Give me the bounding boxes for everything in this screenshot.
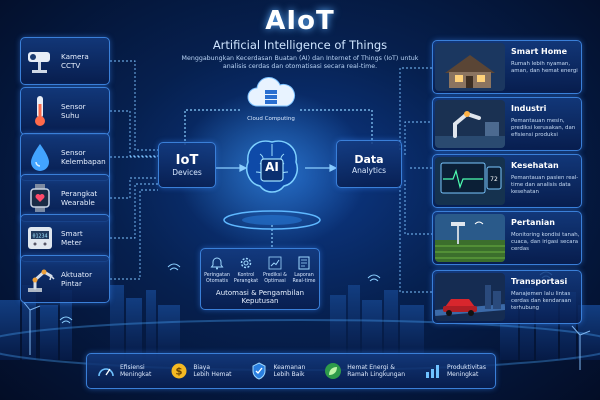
- meter-icon: 01234: [21, 215, 59, 261]
- city-skyline: [0, 285, 600, 360]
- application-card-agriculture: Pertanian Monitoring kondisi tanah, cuac…: [432, 211, 582, 265]
- data-analytics-hub: Data Analytics: [336, 140, 402, 188]
- svg-text:$: $: [176, 367, 183, 378]
- thermometer-icon: [21, 88, 59, 134]
- benefits-bar: Efisiensi Meningkat $ Biaya Lebih Hemat …: [86, 353, 496, 389]
- benefit-cost: $ Biaya Lebih Hemat: [169, 361, 232, 381]
- dollar-coin-icon: $: [169, 361, 189, 381]
- bar-chart-icon: [423, 361, 443, 381]
- automation-item-control: Kontrol Perangkat: [232, 253, 260, 285]
- wind-turbine-icon: [21, 299, 591, 370]
- automation-item-label: Laporan Real-time: [292, 273, 316, 284]
- device-card-actuator: Aktuator Pintar: [20, 255, 110, 303]
- application-title: Transportasi: [511, 277, 568, 286]
- leaf-icon: [323, 361, 343, 381]
- smartwatch-icon: [21, 175, 59, 221]
- automation-item-alert: Peringatan Otomatis: [203, 253, 231, 285]
- connected-car-icon: [435, 273, 505, 321]
- benefit-energy: Hemat Energi & Ramah Lingkungan: [323, 361, 405, 381]
- analytics-hub-subtitle: Analytics: [351, 166, 387, 175]
- application-description: Monitoring kondisi tanah, cuaca, dan iri…: [511, 232, 580, 253]
- health-monitor-icon: 72: [435, 157, 505, 205]
- application-title: Industri: [511, 104, 547, 113]
- benefit-label: Hemat Energi & Ramah Lingkungan: [347, 363, 406, 379]
- application-description: Pemantauan pasien real-time dan analisis…: [511, 175, 579, 196]
- meter-reading: 01234: [32, 234, 47, 240]
- ai-brain: AI: [240, 132, 304, 212]
- automation-item-label: Prediksi & Optimasi: [263, 273, 287, 284]
- application-title: Kesehatan: [511, 161, 559, 170]
- robot-arm-icon: [21, 256, 59, 302]
- benefit-efficiency: Efisiensi Meningkat: [96, 361, 151, 381]
- benefit-label: Keamanan Lebih Baik: [273, 363, 306, 379]
- droplet-icon: [21, 134, 59, 180]
- factory-robot-icon: [435, 100, 505, 148]
- application-card-smart-home: Smart Home Rumah lebih nyaman, aman, dan…: [432, 40, 582, 94]
- page-description: Menggabungkan Kecerdasan Buatan (AI) dan…: [181, 55, 419, 71]
- benefit-security: Keamanan Lebih Baik: [249, 361, 305, 381]
- page-subtitle: Artificial Intelligence of Things: [212, 38, 388, 52]
- application-description: Pemantauan mesin, prediksi kerusakan, da…: [511, 118, 576, 139]
- trend-chart-icon: [261, 253, 289, 273]
- iot-devices-hub: IoT Devices: [158, 142, 216, 188]
- application-card-industry: Industri Pemantauan mesin, prediksi keru…: [432, 97, 582, 151]
- cloud-computing: Cloud Computing: [236, 76, 306, 124]
- ai-platform-ring-inner: [242, 215, 302, 225]
- device-connectors: [110, 60, 158, 280]
- automation-item-label: Peringatan Otomatis: [204, 273, 230, 284]
- cloud-icon: [247, 77, 296, 107]
- device-card-temperature: Sensor Suhu: [20, 87, 110, 135]
- device-label: Kamera CCTV: [61, 52, 89, 70]
- house-icon: [435, 43, 505, 91]
- automation-item-prediction: Prediksi & Optimasi: [261, 253, 289, 285]
- benefit-productivity: Produktivitas Meningkat: [423, 361, 486, 381]
- analytics-hub-title: Data: [354, 153, 384, 166]
- device-label: Sensor Kelembapan: [61, 148, 106, 166]
- hub-connectors: [184, 109, 373, 248]
- benefit-label: Biaya Lebih Hemat: [193, 363, 232, 379]
- iot-hub-title: IoT: [175, 153, 199, 168]
- field-sensor-icon: [435, 214, 505, 262]
- bell-icon: [203, 253, 231, 273]
- application-description: Manajemen lalu lintas cerdas dan kendara…: [511, 291, 572, 312]
- application-title: Smart Home: [511, 47, 568, 56]
- benefit-label: Produktivitas Meningkat: [446, 363, 486, 379]
- automation-panel: Peringatan Otomatis Kontrol Perangkat Pr…: [200, 248, 320, 310]
- ai-platform-ring: [223, 210, 321, 230]
- device-label: Smart Meter: [61, 229, 83, 247]
- device-label: Perangkat Wearable: [61, 189, 98, 207]
- cloud-label: Cloud Computing: [247, 116, 295, 122]
- device-label: Sensor Suhu: [61, 102, 86, 120]
- gear-icon: [232, 253, 260, 273]
- health-reading: 72: [490, 176, 498, 183]
- device-card-smart-meter: 01234 Smart Meter: [20, 214, 110, 262]
- ai-label: AI: [265, 160, 279, 174]
- device-card-camera: Kamera CCTV: [20, 37, 110, 85]
- application-card-health: 72 Kesehatan Pemantauan pasien real-time…: [432, 154, 582, 208]
- automation-item-report: Laporan Real-time: [290, 253, 318, 285]
- report-icon: [290, 253, 318, 273]
- page-title: AIoT: [265, 6, 335, 36]
- device-label: Aktuator Pintar: [61, 270, 93, 288]
- speedometer-icon: [96, 361, 116, 381]
- iot-hub-subtitle: Devices: [172, 168, 202, 177]
- application-card-transport: Transportasi Manajemen lalu lintas cerda…: [432, 270, 582, 324]
- camera-icon: [21, 38, 59, 84]
- application-connectors: [399, 67, 432, 293]
- shield-icon: [249, 361, 269, 381]
- application-description: Rumah lebih nyaman, aman, dan hemat ener…: [511, 61, 578, 75]
- automation-label: Automasi & Pengambilan Keputusan: [215, 289, 305, 305]
- brain-icon: [246, 140, 298, 193]
- automation-item-label: Kontrol Perangkat: [233, 273, 259, 284]
- benefit-label: Efisiensi Meningkat: [119, 363, 152, 379]
- application-title: Pertanian: [511, 218, 555, 227]
- device-card-humidity: Sensor Kelembapan: [20, 133, 110, 181]
